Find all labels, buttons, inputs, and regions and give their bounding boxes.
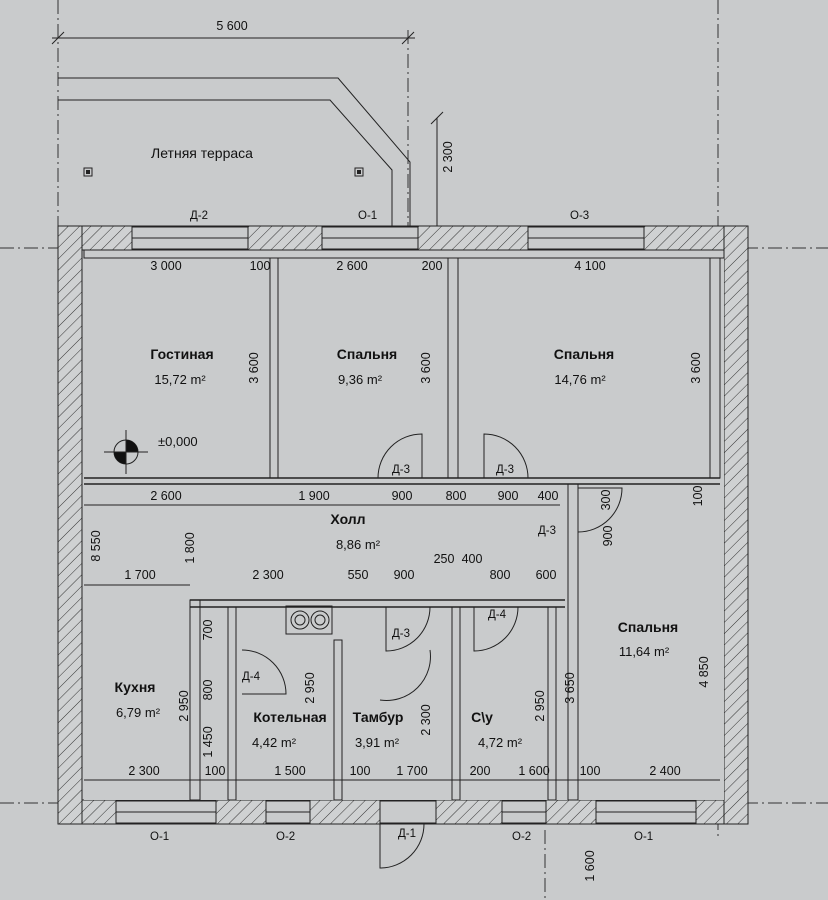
tag-o3: О-3 xyxy=(570,210,589,222)
dim-100-b3: 100 xyxy=(580,764,601,778)
dimensions-vertical: 3 600 3 600 3 600 8 550 1 800 100 300 90… xyxy=(89,352,711,881)
living-name: Гостиная xyxy=(150,346,213,362)
dim-1500: 1 500 xyxy=(274,764,305,778)
dim-2300-hall: 2 300 xyxy=(252,568,283,582)
tag-o1-br: О-1 xyxy=(634,831,653,843)
hall-name: Холл xyxy=(330,511,365,527)
terrace: 2 300 Летняя терраса xyxy=(58,77,455,226)
interior-walls xyxy=(83,249,725,801)
dim-900-a: 900 xyxy=(392,489,413,503)
dim-100-top: 100 xyxy=(250,259,271,273)
wc-name: С\у xyxy=(471,709,493,725)
dim-800-b: 800 xyxy=(490,568,511,582)
dim-3600-a: 3 600 xyxy=(247,352,261,383)
level-mark-text: ±0,000 xyxy=(158,434,198,449)
tag-d1: Д-1 xyxy=(398,828,416,840)
dim-1700-a: 1 700 xyxy=(124,568,155,582)
vestibule-area: 3,91 m² xyxy=(355,735,400,750)
dim-900-b: 900 xyxy=(498,489,519,503)
dim-200-b: 200 xyxy=(470,764,491,778)
dim-2300-kitchen: 2 300 xyxy=(128,764,159,778)
dim-250: 250 xyxy=(434,552,455,566)
tag-d3-bed1: Д-3 xyxy=(392,464,410,476)
dim-100-b1: 100 xyxy=(205,764,226,778)
dim-2600-top: 2 600 xyxy=(336,259,367,273)
vestibule-name: Тамбур xyxy=(353,709,404,725)
dim-1700-b: 1 700 xyxy=(396,764,427,778)
tag-d3-vest: Д-3 xyxy=(392,628,410,640)
tag-d4-boiler: Д-4 xyxy=(242,671,261,683)
dim-2950-a: 2 950 xyxy=(177,690,191,721)
dim-1800: 1 800 xyxy=(183,532,197,563)
bed2-area: 14,76 m² xyxy=(554,372,606,387)
top-dimension: 5 600 xyxy=(51,19,415,45)
dim-400: 400 xyxy=(538,489,559,503)
bed3-area: 11,64 m² xyxy=(619,644,670,659)
dim-8550: 8 550 xyxy=(89,530,103,561)
dim-900-c: 900 xyxy=(394,568,415,582)
dim-100-r: 100 xyxy=(691,486,705,507)
dim-700: 700 xyxy=(201,620,215,641)
dim-2600-hall: 2 600 xyxy=(150,489,181,503)
room-labels: Гостиная 15,72 m² Спальня 9,36 m² Спальн… xyxy=(115,346,679,750)
wc-area: 4,72 m² xyxy=(478,735,523,750)
bed3-name: Спальня xyxy=(618,619,678,635)
bed2-name: Спальня xyxy=(554,346,614,362)
bed1-name: Спальня xyxy=(337,346,397,362)
tag-o2-r: О-2 xyxy=(512,831,531,843)
opening-tags: Д-2 О-1 О-3 Д-3 Д-3 Д-3 Д-3 Д-4 Д-4 Д-1 … xyxy=(150,210,653,843)
dim-4850: 4 850 xyxy=(697,656,711,687)
dim-800-a: 800 xyxy=(446,489,467,503)
tag-d4-wc: Д-4 xyxy=(488,609,507,621)
dim-3650: 3 650 xyxy=(563,672,577,703)
boiler-name: Котельная xyxy=(253,709,326,725)
dim-2300-v: 2 300 xyxy=(419,704,433,735)
dim-3000: 3 000 xyxy=(150,259,181,273)
dim-3600-c: 3 600 xyxy=(689,352,703,383)
boiler-area: 4,42 m² xyxy=(252,735,297,750)
dim-1900: 1 900 xyxy=(298,489,329,503)
dim-4100: 4 100 xyxy=(574,259,605,273)
tag-d3-bed2: Д-3 xyxy=(496,464,514,476)
tag-d2: Д-2 xyxy=(190,210,208,222)
kitchen-area: 6,79 m² xyxy=(116,705,161,720)
tag-o2-l: О-2 xyxy=(276,831,295,843)
dim-5600: 5 600 xyxy=(216,19,247,33)
interior-doors xyxy=(241,433,623,701)
tag-d3-bed3: Д-3 xyxy=(538,525,556,537)
tag-o1-bl: О-1 xyxy=(150,831,169,843)
kitchen-name: Кухня xyxy=(115,679,156,695)
dimensions-horizontal: 3 000 100 2 600 200 4 100 2 600 1 900 90… xyxy=(124,259,680,778)
dim-2400: 2 400 xyxy=(649,764,680,778)
dim-2950-c: 2 950 xyxy=(533,690,547,721)
dim-1600-b: 1 600 xyxy=(518,764,549,778)
living-area: 15,72 m² xyxy=(154,372,206,387)
terrace-label: Летняя терраса xyxy=(151,145,253,161)
dim-200-top: 200 xyxy=(422,259,443,273)
bed1-area: 9,36 m² xyxy=(338,372,383,387)
tag-o1-top: О-1 xyxy=(358,210,377,222)
dim-100-b2: 100 xyxy=(350,764,371,778)
dim-800-v: 800 xyxy=(201,680,215,701)
dim-550: 550 xyxy=(348,568,369,582)
exterior-walls xyxy=(57,225,749,869)
dim-900-v: 900 xyxy=(601,526,615,547)
level-mark: ±0,000 xyxy=(104,430,198,474)
hall-area: 8,86 m² xyxy=(336,537,381,552)
dim-2300-terrace: 2 300 xyxy=(441,141,455,172)
dim-1600-v: 1 600 xyxy=(583,850,597,881)
dim-600: 600 xyxy=(536,568,557,582)
dim-300: 300 xyxy=(599,490,613,511)
dim-3600-b: 3 600 xyxy=(419,352,433,383)
dim-1450: 1 450 xyxy=(201,726,215,757)
dim-2950-b: 2 950 xyxy=(303,672,317,703)
dim-400-b: 400 xyxy=(462,552,483,566)
